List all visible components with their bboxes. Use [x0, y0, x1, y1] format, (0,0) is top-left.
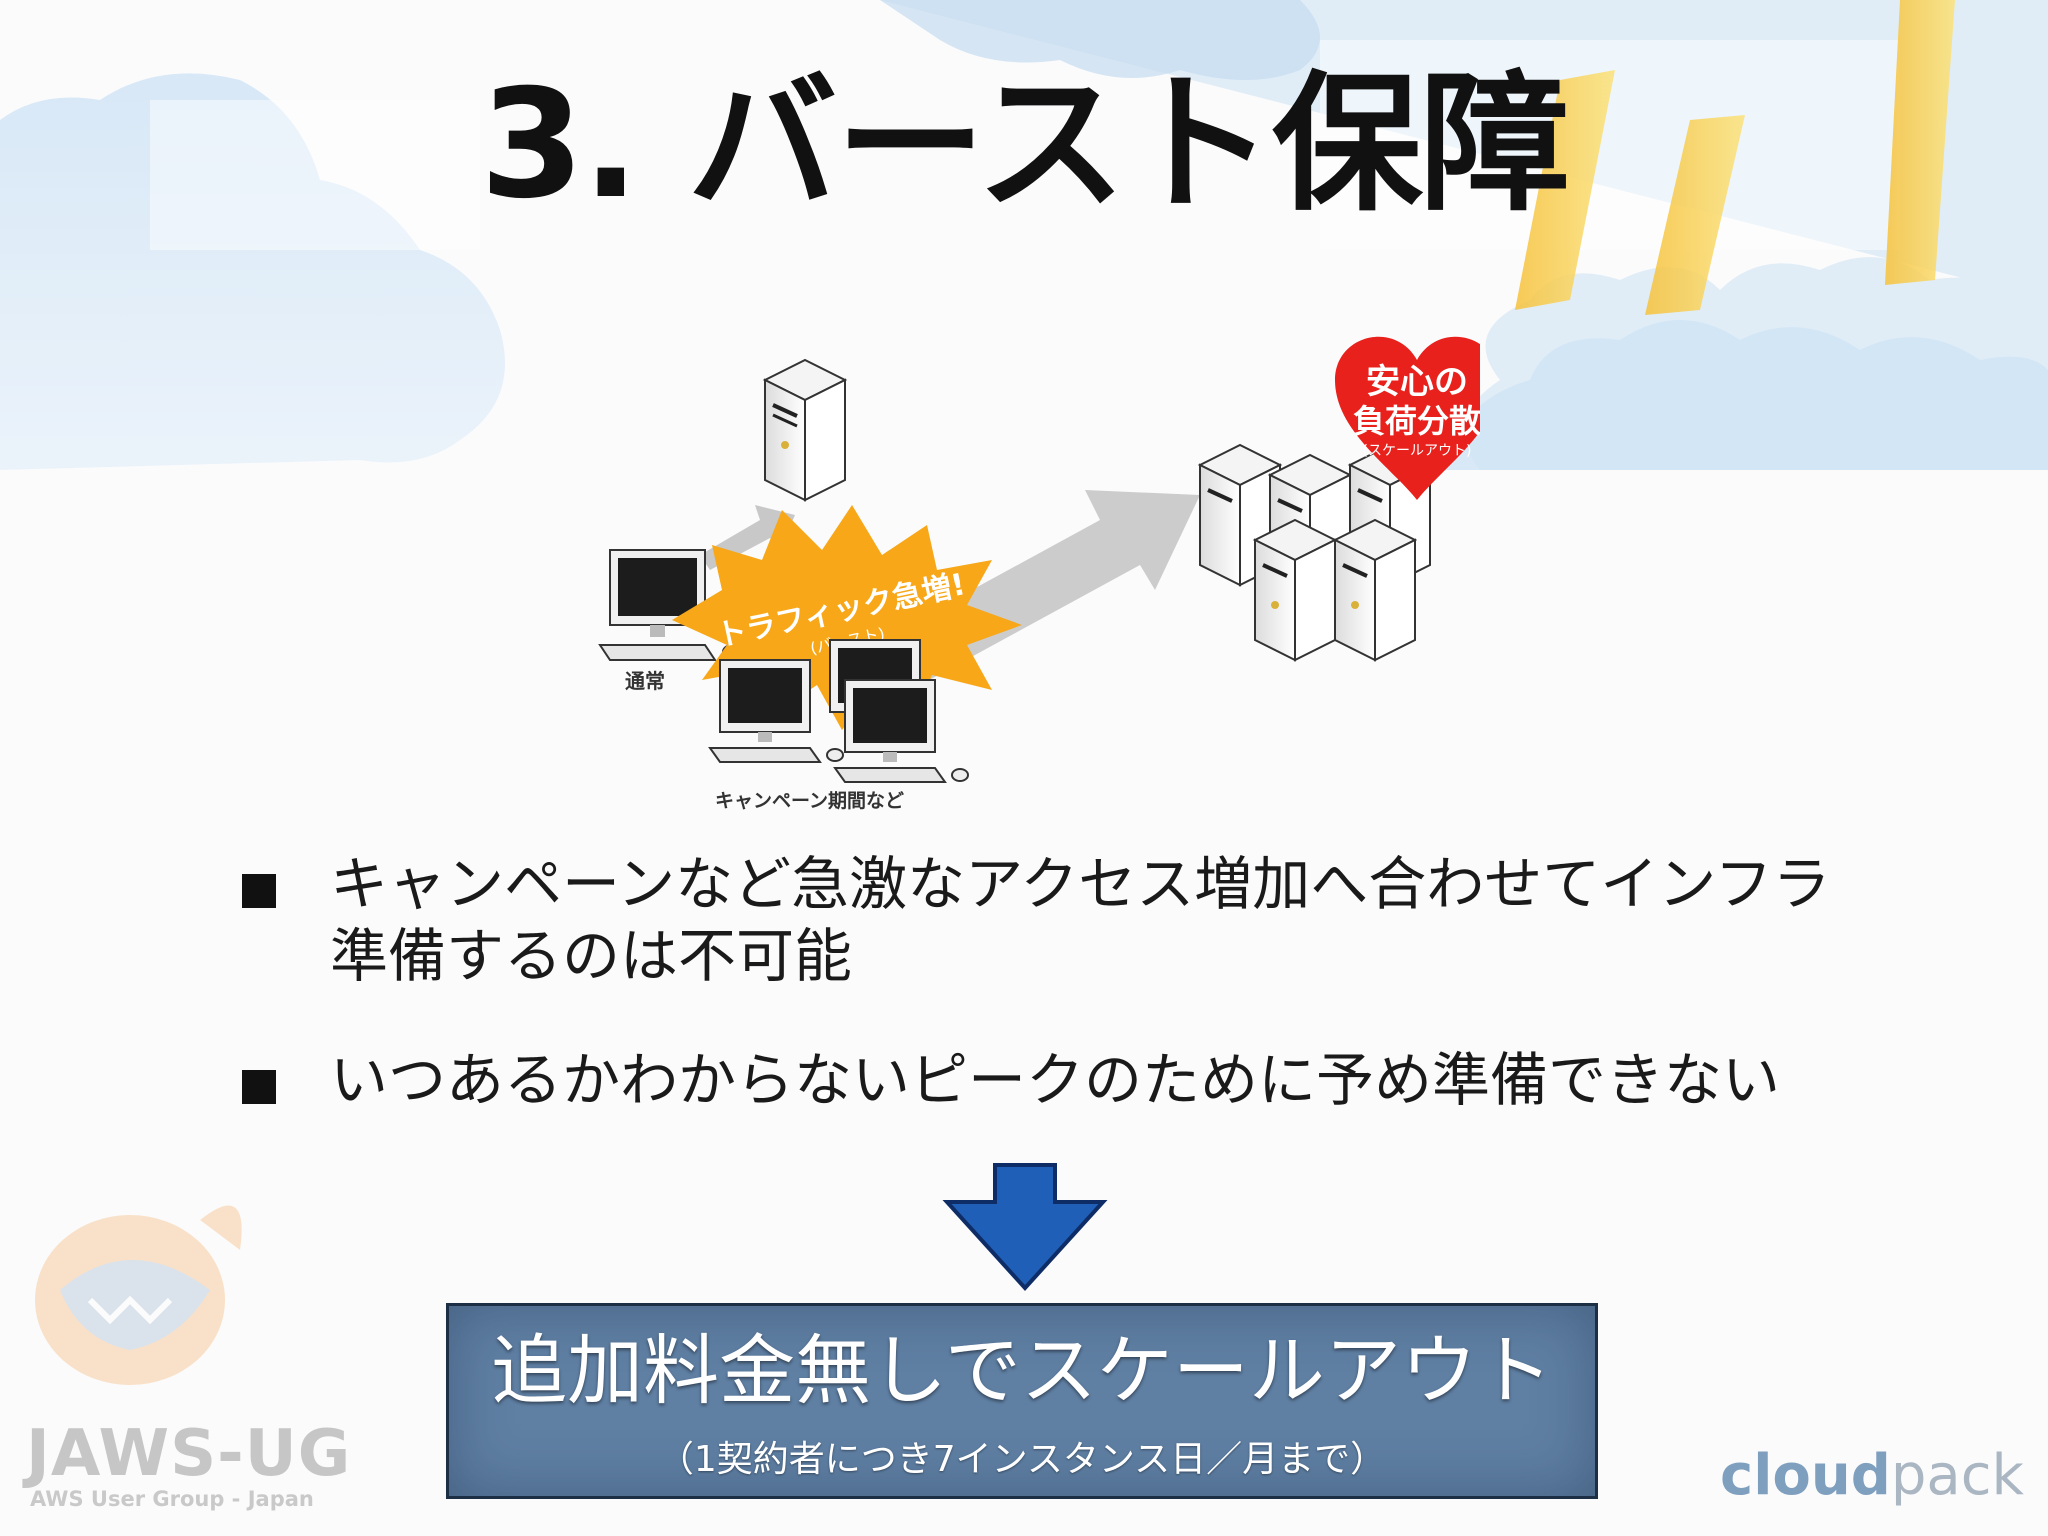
slide-title: 3. バースト保障	[479, 58, 1570, 232]
jaws-ug-logo: JAWS-UG	[26, 1417, 352, 1491]
heart-text-line3: (スケールアウト)	[1363, 443, 1472, 459]
heart-icon: 安心の 負荷分散 (スケールアウト)	[1335, 336, 1480, 500]
callout-main-text: 追加料金無しでスケールアウト	[491, 1326, 1553, 1415]
bullet-text: キャンペーンなど急激なアクセス増加へ合わせてインフラ準備するのは不可能	[330, 850, 1831, 990]
jaws-ug-subtitle: AWS User Group - Japan	[30, 1487, 314, 1511]
bullet-list: キャンペーンなど急激なアクセス増加へ合わせてインフラ準備するのは不可能 いつある…	[240, 848, 1880, 1116]
burst-illustration: 通常 トラフィック急増! (バースト) キャンペーン期間など	[598, 336, 1480, 812]
bullet-item: キャンペーンなど急激なアクセス増加へ合わせてインフラ準備するのは不可能	[240, 848, 1880, 992]
normal-label: 通常	[625, 669, 665, 693]
bullet-square-icon	[242, 874, 276, 908]
campaign-label: キャンペーン期間など	[715, 790, 904, 812]
computer-icon	[833, 679, 969, 783]
callout-box: 追加料金無しでスケールアウト （1契約者につき7インスタンス日／月まで）	[446, 1303, 1598, 1499]
server-icon	[762, 358, 848, 502]
cloudpack-logo-light: pack	[1890, 1443, 2024, 1508]
heart-text-line2: 負荷分散	[1353, 402, 1480, 440]
bullet-text: いつあるかわからないピークのために予め準備できない	[330, 1046, 1781, 1114]
cloudpack-logo-bold: cloud	[1720, 1443, 1891, 1508]
computer-icon	[708, 659, 844, 763]
callout-sub-text: （1契約者につき7インスタンス日／月まで）	[657, 1439, 1387, 1480]
cloudpack-logo: cloudpack	[1720, 1448, 2024, 1504]
bullet-item: いつあるかわからないピークのために予め準備できない	[240, 1044, 1880, 1116]
heart-text-line1: 安心の	[1366, 362, 1468, 402]
bullet-square-icon	[242, 1070, 276, 1104]
down-arrow-icon	[942, 1163, 1108, 1291]
server-cluster-icon	[1197, 443, 1433, 662]
